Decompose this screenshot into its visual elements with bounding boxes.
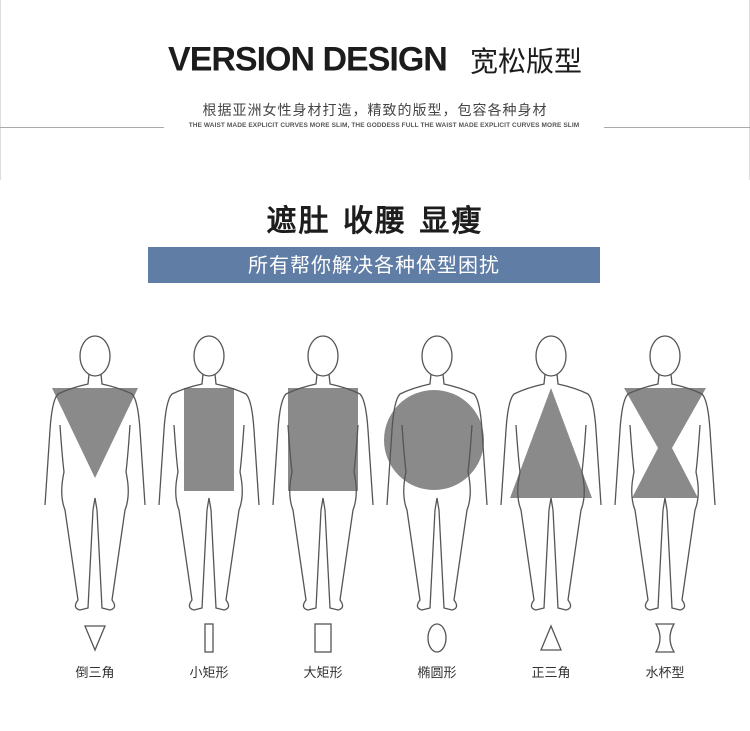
body-figures (40, 330, 720, 620)
divider-right (604, 127, 750, 128)
ellipse-icon (427, 623, 447, 653)
slogan: 遮肚 收腰 显瘦 (266, 204, 484, 239)
body-outline (158, 335, 260, 611)
label-triangle: 正三角 (531, 666, 571, 681)
large-rectangle-overlay (288, 388, 358, 491)
label-ellipse: 椭圆形 (417, 666, 457, 681)
header: VERSION DESIGN 宽松版型 根据亚洲女性身材打造，精致的版型，包容各… (0, 0, 750, 180)
label-inverted-triangle: 倒三角 (75, 666, 115, 681)
inverted-triangle-overlay (52, 388, 138, 478)
hourglass-overlay (624, 388, 706, 498)
title-row: VERSION DESIGN 宽松版型 (0, 40, 750, 80)
header-border-left (0, 0, 1, 180)
triangle-icon (540, 624, 562, 651)
body-type-labels: 倒三角 小矩形 大矩形 椭圆形 正三角 水杯型 (40, 662, 720, 686)
shape-icons (40, 620, 720, 660)
large-rectangle-icon (314, 623, 332, 653)
body-outline (272, 335, 374, 611)
label-small-rectangle: 小矩形 (189, 666, 229, 681)
banner: 所有帮你解决各种体型困扰 (148, 247, 600, 283)
figure-hourglass (614, 335, 716, 611)
small-rectangle-overlay (184, 388, 234, 491)
ellipse-overlay (384, 390, 484, 490)
body-outline (386, 335, 488, 611)
body-outline (500, 335, 602, 611)
figure-triangle (500, 335, 602, 611)
triangle-overlay (510, 388, 592, 498)
english-title: VERSION DESIGN (168, 40, 448, 79)
small-rectangle-icon (204, 623, 214, 653)
label-large-rectangle: 大矩形 (303, 666, 343, 681)
figure-large-rectangle (272, 335, 374, 611)
chinese-subtitle: 根据亚洲女性身材打造，精致的版型，包容各种身材 (202, 103, 548, 119)
body-outline (44, 335, 146, 611)
figure-ellipse (384, 335, 488, 611)
body-outline (614, 335, 716, 611)
chinese-title: 宽松版型 (469, 45, 582, 78)
hourglass-icon (654, 623, 676, 653)
figure-small-rectangle (158, 335, 260, 611)
divider-left (0, 127, 164, 128)
english-subtitle: THE WAIST MADE EXPLICIT CURVES MORE SLIM… (188, 122, 580, 129)
inverted-triangle-icon (84, 625, 106, 652)
figure-inverted-triangle (44, 335, 146, 611)
label-hourglass: 水杯型 (645, 666, 685, 681)
